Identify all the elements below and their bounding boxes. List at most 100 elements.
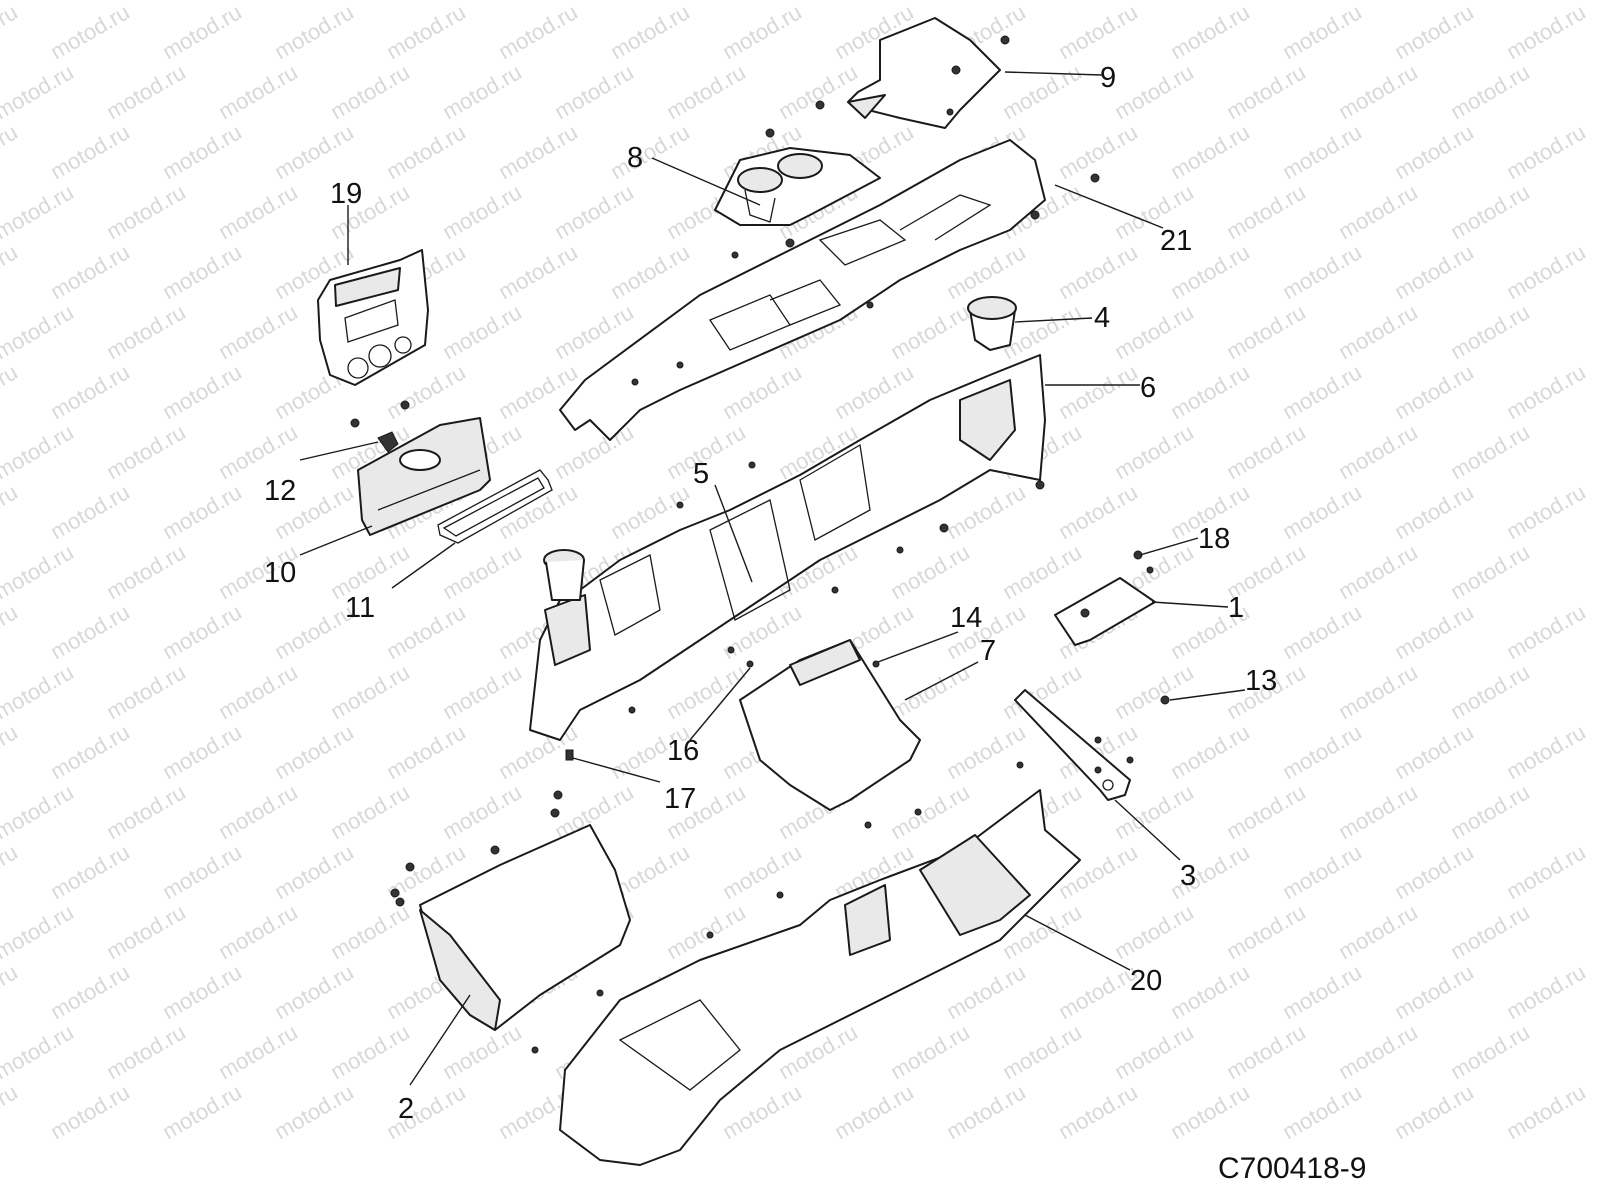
- watermark-text: motod.ru: [1278, 719, 1366, 784]
- part-11-seal: [437, 469, 553, 544]
- watermark-text: motod.ru: [214, 299, 302, 364]
- watermark-text: motod.ru: [998, 539, 1086, 604]
- watermark-text: motod.ru: [1222, 1019, 1310, 1084]
- watermark-text: motod.ru: [382, 599, 470, 664]
- part-9-rear-cover: [815, 17, 1010, 129]
- watermark-text: motod.ru: [1390, 599, 1478, 664]
- document-id: C700418-9: [1218, 1152, 1366, 1185]
- watermark-text: motod.ru: [1278, 359, 1366, 424]
- leader-9: [1004, 71, 1103, 76]
- leader-3: [1114, 799, 1181, 861]
- watermark-text: motod.ru: [214, 899, 302, 964]
- callout-13: 13: [1245, 665, 1277, 697]
- watermark-text: motod.ru: [1166, 0, 1254, 64]
- watermark-text: motod.ru: [1390, 959, 1478, 1024]
- leader-8: [651, 157, 761, 206]
- watermark-text: motod.ru: [46, 719, 134, 784]
- watermark-text: motod.ru: [158, 479, 246, 544]
- watermark-text: motod.ru: [1110, 659, 1198, 724]
- watermark-text: motod.ru: [550, 419, 638, 484]
- watermark-text: motod.ru: [1166, 959, 1254, 1024]
- watermark-text: motod.ru: [1278, 839, 1366, 904]
- watermark-text: motod.ru: [1334, 59, 1422, 124]
- watermark-text: motod.ru: [886, 779, 974, 844]
- part-10-glovebox-door: [357, 417, 491, 536]
- watermark-text: motod.ru: [382, 719, 470, 784]
- part-8-cupholder-tray: [714, 128, 881, 248]
- watermark-text: motod.ru: [0, 479, 22, 544]
- watermark-text: motod.ru: [1110, 419, 1198, 484]
- watermark-text: motod.ru: [270, 1079, 358, 1144]
- leader-21: [1054, 184, 1164, 229]
- watermark-text: motod.ru: [102, 59, 190, 124]
- watermark-text: motod.ru: [1446, 539, 1534, 604]
- watermark-text: motod.ru: [0, 299, 78, 364]
- watermark-text: motod.ru: [494, 119, 582, 184]
- watermark-text: motod.ru: [1334, 539, 1422, 604]
- watermark-text: motod.ru: [1222, 179, 1310, 244]
- watermark-text: motod.ru: [438, 659, 526, 724]
- watermark-text: motod.ru: [606, 239, 694, 304]
- watermark-text: motod.ru: [0, 419, 78, 484]
- watermark-text: motod.ru: [158, 1079, 246, 1144]
- watermark-text: motod.ru: [1278, 119, 1366, 184]
- watermark-text: motod.ru: [102, 179, 190, 244]
- watermark-text: motod.ru: [1110, 299, 1198, 364]
- watermark-text: motod.ru: [1390, 0, 1478, 64]
- watermark-text: motod.ru: [46, 359, 134, 424]
- watermark-text: motod.ru: [1054, 0, 1142, 64]
- watermark-text: motod.ru: [0, 1079, 22, 1144]
- part-19-dash-panel: [317, 249, 429, 428]
- watermark-text: motod.ru: [46, 1079, 134, 1144]
- watermark-text: motod.ru: [1334, 899, 1422, 964]
- watermark-text: motod.ru: [1110, 899, 1198, 964]
- watermark-text: motod.ru: [326, 1019, 414, 1084]
- watermark-text: motod.ru: [774, 59, 862, 124]
- leader-1: [1151, 601, 1229, 608]
- watermark-text: motod.ru: [1502, 479, 1590, 544]
- part-4-cupholder: [967, 296, 1017, 351]
- watermark-text: motod.ru: [1222, 419, 1310, 484]
- part-2-glovebox: [390, 790, 631, 1031]
- watermark-text: motod.ru: [1446, 299, 1534, 364]
- watermark-text: motod.ru: [1222, 779, 1310, 844]
- watermark-text: motod.ru: [1446, 419, 1534, 484]
- watermark-text: motod.ru: [718, 839, 806, 904]
- watermark-text: motod.ru: [1334, 179, 1422, 244]
- callout-12: 12: [264, 475, 296, 507]
- watermark-text: motod.ru: [214, 779, 302, 844]
- callout-5: 5: [693, 458, 709, 490]
- watermark-text: motod.ru: [158, 359, 246, 424]
- part-20-dash-lower: [531, 761, 1102, 1166]
- callout-16: 16: [667, 735, 699, 767]
- leader-12: [299, 441, 379, 461]
- watermark-text: motod.ru: [438, 299, 526, 364]
- watermark-text: motod.ru: [46, 239, 134, 304]
- watermark-text: motod.ru: [0, 779, 78, 844]
- watermark-text: motod.ru: [46, 0, 134, 64]
- watermark-text: motod.ru: [1446, 899, 1534, 964]
- watermark-text: motod.ru: [158, 599, 246, 664]
- callout-8: 8: [627, 142, 643, 174]
- watermark-text: motod.ru: [1278, 959, 1366, 1024]
- watermark-text: motod.ru: [718, 0, 806, 64]
- callout-9: 9: [1100, 62, 1116, 94]
- watermark-text: motod.ru: [494, 479, 582, 544]
- watermark-text: motod.ru: [1166, 719, 1254, 784]
- watermark-text: motod.ru: [886, 659, 974, 724]
- watermark-text: motod.ru: [102, 1019, 190, 1084]
- callout-11: 11: [345, 592, 375, 624]
- watermark-text: motod.ru: [886, 299, 974, 364]
- watermark-text: motod.ru: [1390, 239, 1478, 304]
- leader-2: [409, 994, 471, 1086]
- watermark-text: motod.ru: [718, 359, 806, 424]
- watermark-text: motod.ru: [662, 659, 750, 724]
- callout-14: 14: [950, 602, 982, 634]
- leader-14: [877, 631, 959, 663]
- watermark-text: motod.ru: [1334, 779, 1422, 844]
- watermark-text: motod.ru: [0, 839, 22, 904]
- callout-19: 19: [330, 178, 362, 210]
- watermark-text: motod.ru: [46, 119, 134, 184]
- watermark-text: motod.ru: [0, 119, 22, 184]
